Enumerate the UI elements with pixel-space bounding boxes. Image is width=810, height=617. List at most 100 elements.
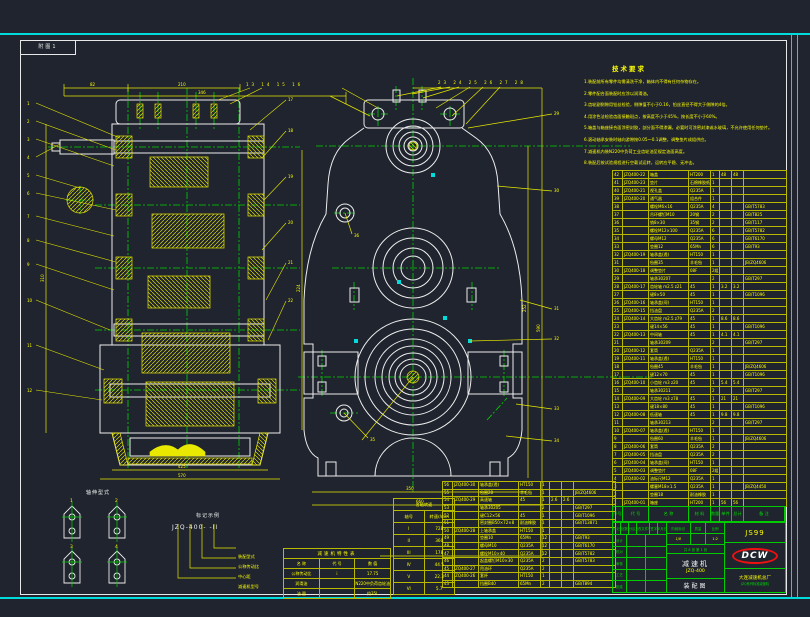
table-cell	[688, 418, 711, 427]
table-cell: 22.3	[423, 570, 455, 583]
table-cell: 2.6	[549, 496, 562, 505]
table-cell: GB/T825	[743, 210, 787, 219]
table-cell: 调整垫片	[648, 466, 689, 475]
rev-col: 分区	[629, 523, 637, 534]
table-cell	[561, 481, 574, 490]
table-cell	[561, 503, 574, 513]
table-cell	[719, 386, 732, 395]
mass-value	[691, 534, 707, 544]
table-cell	[573, 481, 616, 490]
table-cell	[719, 442, 732, 451]
table-cell: 9.8	[719, 410, 732, 419]
table-cell: 螺栓M12×100	[648, 226, 689, 235]
table-row: 油 量约35L	[283, 588, 391, 599]
right-view-dimensions	[312, 86, 553, 557]
svg-text:22: 22	[288, 298, 294, 303]
rev-col: 年月日	[658, 527, 667, 531]
table-cell: III	[393, 546, 425, 559]
left-view-dimensions	[45, 84, 347, 480]
table-cell: 通气器	[648, 194, 689, 203]
table-cell: 轴承盖(透)	[648, 354, 689, 363]
table-cell: 45	[518, 496, 541, 505]
sign-cell	[646, 558, 666, 569]
table-cell	[743, 474, 787, 483]
table-cell: 45	[688, 330, 711, 339]
table-cell	[743, 282, 787, 291]
table-cell	[743, 466, 787, 475]
header-total-weight: 总计	[732, 507, 744, 521]
table-cell	[573, 564, 616, 574]
table-cell: I	[393, 522, 425, 535]
table-cell: GB/T297	[573, 503, 616, 513]
table-cell	[561, 556, 574, 566]
table-cell	[573, 526, 616, 536]
table-cell: 1	[710, 346, 720, 355]
table-cell: 毡圈35	[648, 258, 689, 267]
table-cell: Q235A	[688, 442, 711, 451]
table-cell: GB/T1096	[573, 511, 616, 520]
table-cell: 挡圈B40	[478, 579, 519, 589]
table-cell: 31	[612, 258, 623, 267]
svg-text:13 14 15 16: 13 14 15 16	[246, 82, 303, 87]
table-cell	[719, 186, 732, 195]
model-label: 装配型式	[238, 554, 255, 559]
table-cell: 23	[612, 322, 623, 331]
rev-col: 签字	[650, 523, 659, 534]
table-cell: 2	[710, 442, 720, 451]
table-cell: 1	[710, 354, 720, 363]
svg-text:35: 35	[370, 437, 376, 442]
table-cell: Q235A	[688, 226, 711, 235]
table-cell: 耐油橡胶	[688, 490, 711, 499]
shaft-table-title: 各轴转速	[393, 498, 455, 511]
rev-col: 处数	[621, 523, 629, 534]
table-cell	[743, 186, 787, 195]
svg-text:3: 3	[27, 137, 30, 142]
table-cell	[452, 503, 479, 513]
table-cell: 17	[612, 370, 623, 379]
table-cell	[719, 258, 732, 267]
detail-numbers: 1 2 3 4	[70, 498, 118, 550]
table-cell: 178	[423, 546, 455, 559]
table-cell: 2组	[710, 466, 720, 475]
table-cell: JZQ400-03	[622, 466, 649, 475]
table-cell: Q235A	[688, 186, 711, 195]
table-cell: 调整垫片	[648, 266, 689, 275]
table-cell	[731, 370, 744, 379]
table-cell	[719, 354, 732, 363]
table-cell	[549, 579, 562, 589]
table-cell	[743, 170, 787, 179]
table-cell	[549, 481, 562, 490]
table-cell: JZQ400-02	[622, 474, 649, 483]
table-cell: 2	[710, 274, 720, 283]
table-cell: 28	[612, 282, 623, 291]
table-cell: 键14×56	[648, 322, 689, 331]
svg-text:11: 11	[27, 343, 33, 348]
table-cell: 15	[612, 386, 623, 395]
table-cell: 17.75	[354, 568, 391, 579]
table-cell	[731, 298, 744, 307]
table-cell	[719, 362, 732, 371]
title-block-right: JS99 DCW 大连减速机总厂 JZQ系列标准减速机	[725, 523, 785, 592]
table-cell	[573, 572, 616, 581]
svg-text:1: 1	[27, 101, 30, 106]
sheet-value: 1/8	[667, 534, 691, 544]
